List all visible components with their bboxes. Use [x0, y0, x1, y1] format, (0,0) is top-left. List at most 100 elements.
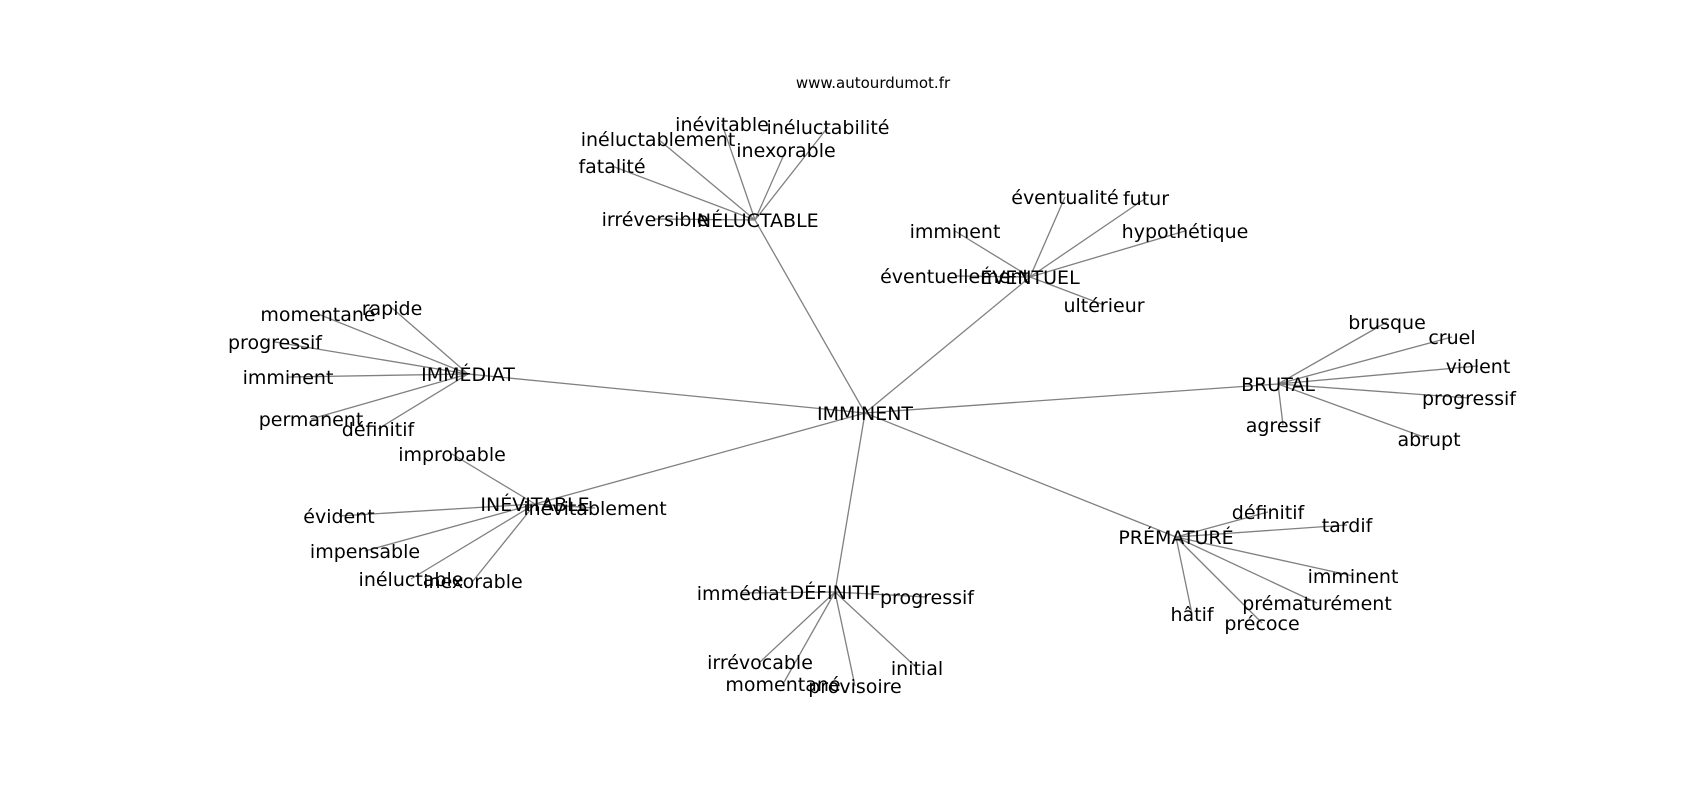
edge-inevitable-leaf-2 [534, 503, 596, 509]
leaf-node-premature-2[interactable]: imminent [1308, 566, 1399, 588]
edge-center-definitif [834, 412, 866, 593]
edge-definitif-leaf-1 [834, 591, 928, 598]
edge-eventuel-leaf-4 [954, 275, 1031, 278]
leaf-node-definitif-5[interactable]: provisoire [808, 676, 902, 698]
leaf-node-definitif-2[interactable]: irrévocable [707, 652, 813, 674]
edges [274, 123, 1479, 687]
edge-inevitable-leaf-3 [364, 503, 536, 552]
site-url: www.autourdumot.fr [796, 74, 951, 92]
edge-definitif-leaf-4 [782, 591, 836, 685]
edge-ineluctable-leaf-4 [611, 165, 756, 221]
leaf-node-brutal-3[interactable]: progressif [1422, 388, 1517, 410]
edge-definitif-leaf-3 [834, 591, 918, 669]
edge-eventuel-leaf-5 [1029, 276, 1105, 306]
leaf-node-definitif-4[interactable]: momentané [725, 674, 840, 696]
edge-premature-leaf-3 [1175, 536, 1318, 604]
edge-premature-leaf-0 [1175, 511, 1269, 538]
leaf-node-inevitable-1[interactable]: évident [303, 506, 374, 528]
leaf-node-ineluctable-2[interactable]: inéluctablement [581, 129, 736, 151]
edge-inevitable-leaf-1 [338, 503, 536, 517]
edge-immediat-leaf-4 [310, 373, 469, 420]
hub-node-premature[interactable]: PRÉMATURÉ [1118, 526, 1233, 549]
leaf-node-premature-1[interactable]: tardif [1322, 515, 1374, 537]
hub-node-brutal[interactable]: BRUTAL [1241, 374, 1315, 396]
edge-definitif-leaf-2 [759, 591, 836, 663]
center-node[interactable]: IMMINENT [817, 403, 913, 425]
hub-node-definitif[interactable]: DÉFINITIF [789, 581, 880, 604]
leaf-node-ineluctable-0[interactable]: inévitable [675, 114, 769, 136]
hub-node-eventuel[interactable]: ÉVENTUEL [980, 266, 1080, 289]
edge-premature-leaf-1 [1175, 524, 1348, 538]
leaf-node-definitif-0[interactable]: immédiat [697, 583, 787, 605]
leaf-node-immediat-4[interactable]: permanent [259, 409, 364, 431]
leaf-node-ineluctable-3[interactable]: inexorable [736, 140, 835, 162]
edge-ineluctable-leaf-0 [721, 123, 756, 221]
edge-inevitable-leaf-4 [410, 503, 536, 580]
leaf-node-premature-4[interactable]: hâtif [1170, 604, 1214, 626]
edge-eventuel-leaf-3 [1029, 230, 1186, 278]
leaf-node-eventuel-5[interactable]: ultérieur [1063, 295, 1144, 317]
edge-brutal-leaf-4 [1277, 383, 1284, 426]
edge-brutal-leaf-3 [1277, 383, 1470, 399]
leaf-node-immediat-2[interactable]: progressif [228, 332, 323, 354]
leaf-node-inevitable-5[interactable]: inexorable [423, 571, 522, 593]
leaf-node-inevitable-3[interactable]: impensable [310, 541, 420, 563]
leaf-node-eventuel-4[interactable]: éventuellement [880, 266, 1030, 288]
edge-immediat-leaf-0 [391, 307, 469, 375]
edge-center-inevitable [534, 412, 866, 505]
leaf-node-ineluctable-4[interactable]: fatalité [578, 156, 645, 178]
edge-ineluctable-leaf-1 [754, 126, 829, 221]
edge-premature-leaf-4 [1175, 536, 1193, 615]
leaf-node-definitif-1[interactable]: progressif [880, 587, 975, 609]
leaf-node-eventuel-2[interactable]: imminent [910, 221, 1001, 243]
edge-immediat-leaf-5 [377, 373, 469, 430]
edge-ineluctable-leaf-3 [754, 149, 787, 221]
edge-eventuel-leaf-0 [1029, 196, 1066, 278]
edge-center-eventuel [864, 276, 1031, 414]
hub-node-immediat[interactable]: IMMÉDIAT [421, 363, 515, 386]
edge-inevitable-leaf-5 [472, 503, 536, 582]
leaf-node-ineluctable-5[interactable]: irréversible [602, 209, 709, 231]
edge-immediat-leaf-3 [287, 373, 469, 378]
edge-ineluctable-leaf-5 [654, 218, 756, 221]
edge-eventuel-leaf-1 [1029, 197, 1147, 278]
leaf-node-inevitable-0[interactable]: improbable [398, 444, 506, 466]
leaf-node-definitif-3[interactable]: initial [891, 658, 943, 680]
leaf-node-brutal-2[interactable]: violent [1446, 356, 1511, 378]
edge-center-ineluctable [754, 219, 866, 414]
edge-center-immediat [467, 373, 866, 414]
leaf-node-brutal-5[interactable]: abrupt [1397, 429, 1460, 451]
leaf-node-brutal-0[interactable]: brusque [1348, 312, 1426, 334]
edge-brutal-leaf-5 [1277, 383, 1430, 440]
leaf-node-immediat-0[interactable]: rapide [362, 298, 423, 320]
leaf-node-premature-5[interactable]: précoce [1224, 613, 1299, 635]
edge-immediat-leaf-1 [317, 313, 469, 375]
leaf-node-immediat-3[interactable]: imminent [243, 367, 334, 389]
leaf-node-immediat-5[interactable]: définitif [342, 419, 416, 441]
leaf-node-premature-0[interactable]: définitif [1232, 502, 1306, 524]
leaf-node-inevitable-2[interactable]: inévitablement [523, 498, 666, 520]
edge-center-brutal [864, 383, 1279, 414]
leaf-node-brutal-4[interactable]: agressif [1246, 415, 1322, 437]
hub-node-inevitable[interactable]: INÉVITABLE [480, 493, 589, 516]
edge-brutal-leaf-2 [1277, 365, 1479, 385]
hub-node-ineluctable[interactable]: INÉLUCTABLE [691, 209, 818, 232]
leaf-node-premature-3[interactable]: prématurément [1242, 593, 1392, 615]
edge-ineluctable-leaf-2 [657, 138, 756, 221]
edge-definitif-leaf-5 [834, 591, 856, 687]
edge-brutal-leaf-1 [1277, 336, 1453, 385]
leaf-node-eventuel-0[interactable]: éventualité [1011, 187, 1119, 209]
edge-immediat-leaf-2 [274, 341, 469, 375]
leaf-node-ineluctable-1[interactable]: inéluctabilité [767, 117, 890, 139]
leaf-node-inevitable-4[interactable]: inéluctable [359, 569, 464, 591]
edge-definitif-leaf-0 [741, 591, 836, 594]
edge-eventuel-leaf-2 [954, 230, 1031, 278]
leaf-node-eventuel-1[interactable]: futur [1123, 188, 1169, 210]
leaf-node-eventuel-3[interactable]: hypothétique [1122, 221, 1249, 243]
leaf-node-immediat-1[interactable]: momentané [260, 304, 375, 326]
leaf-node-brutal-1[interactable]: cruel [1428, 327, 1475, 349]
edge-premature-leaf-5 [1175, 536, 1263, 624]
edge-premature-leaf-2 [1175, 536, 1354, 577]
edge-center-premature [864, 412, 1177, 538]
